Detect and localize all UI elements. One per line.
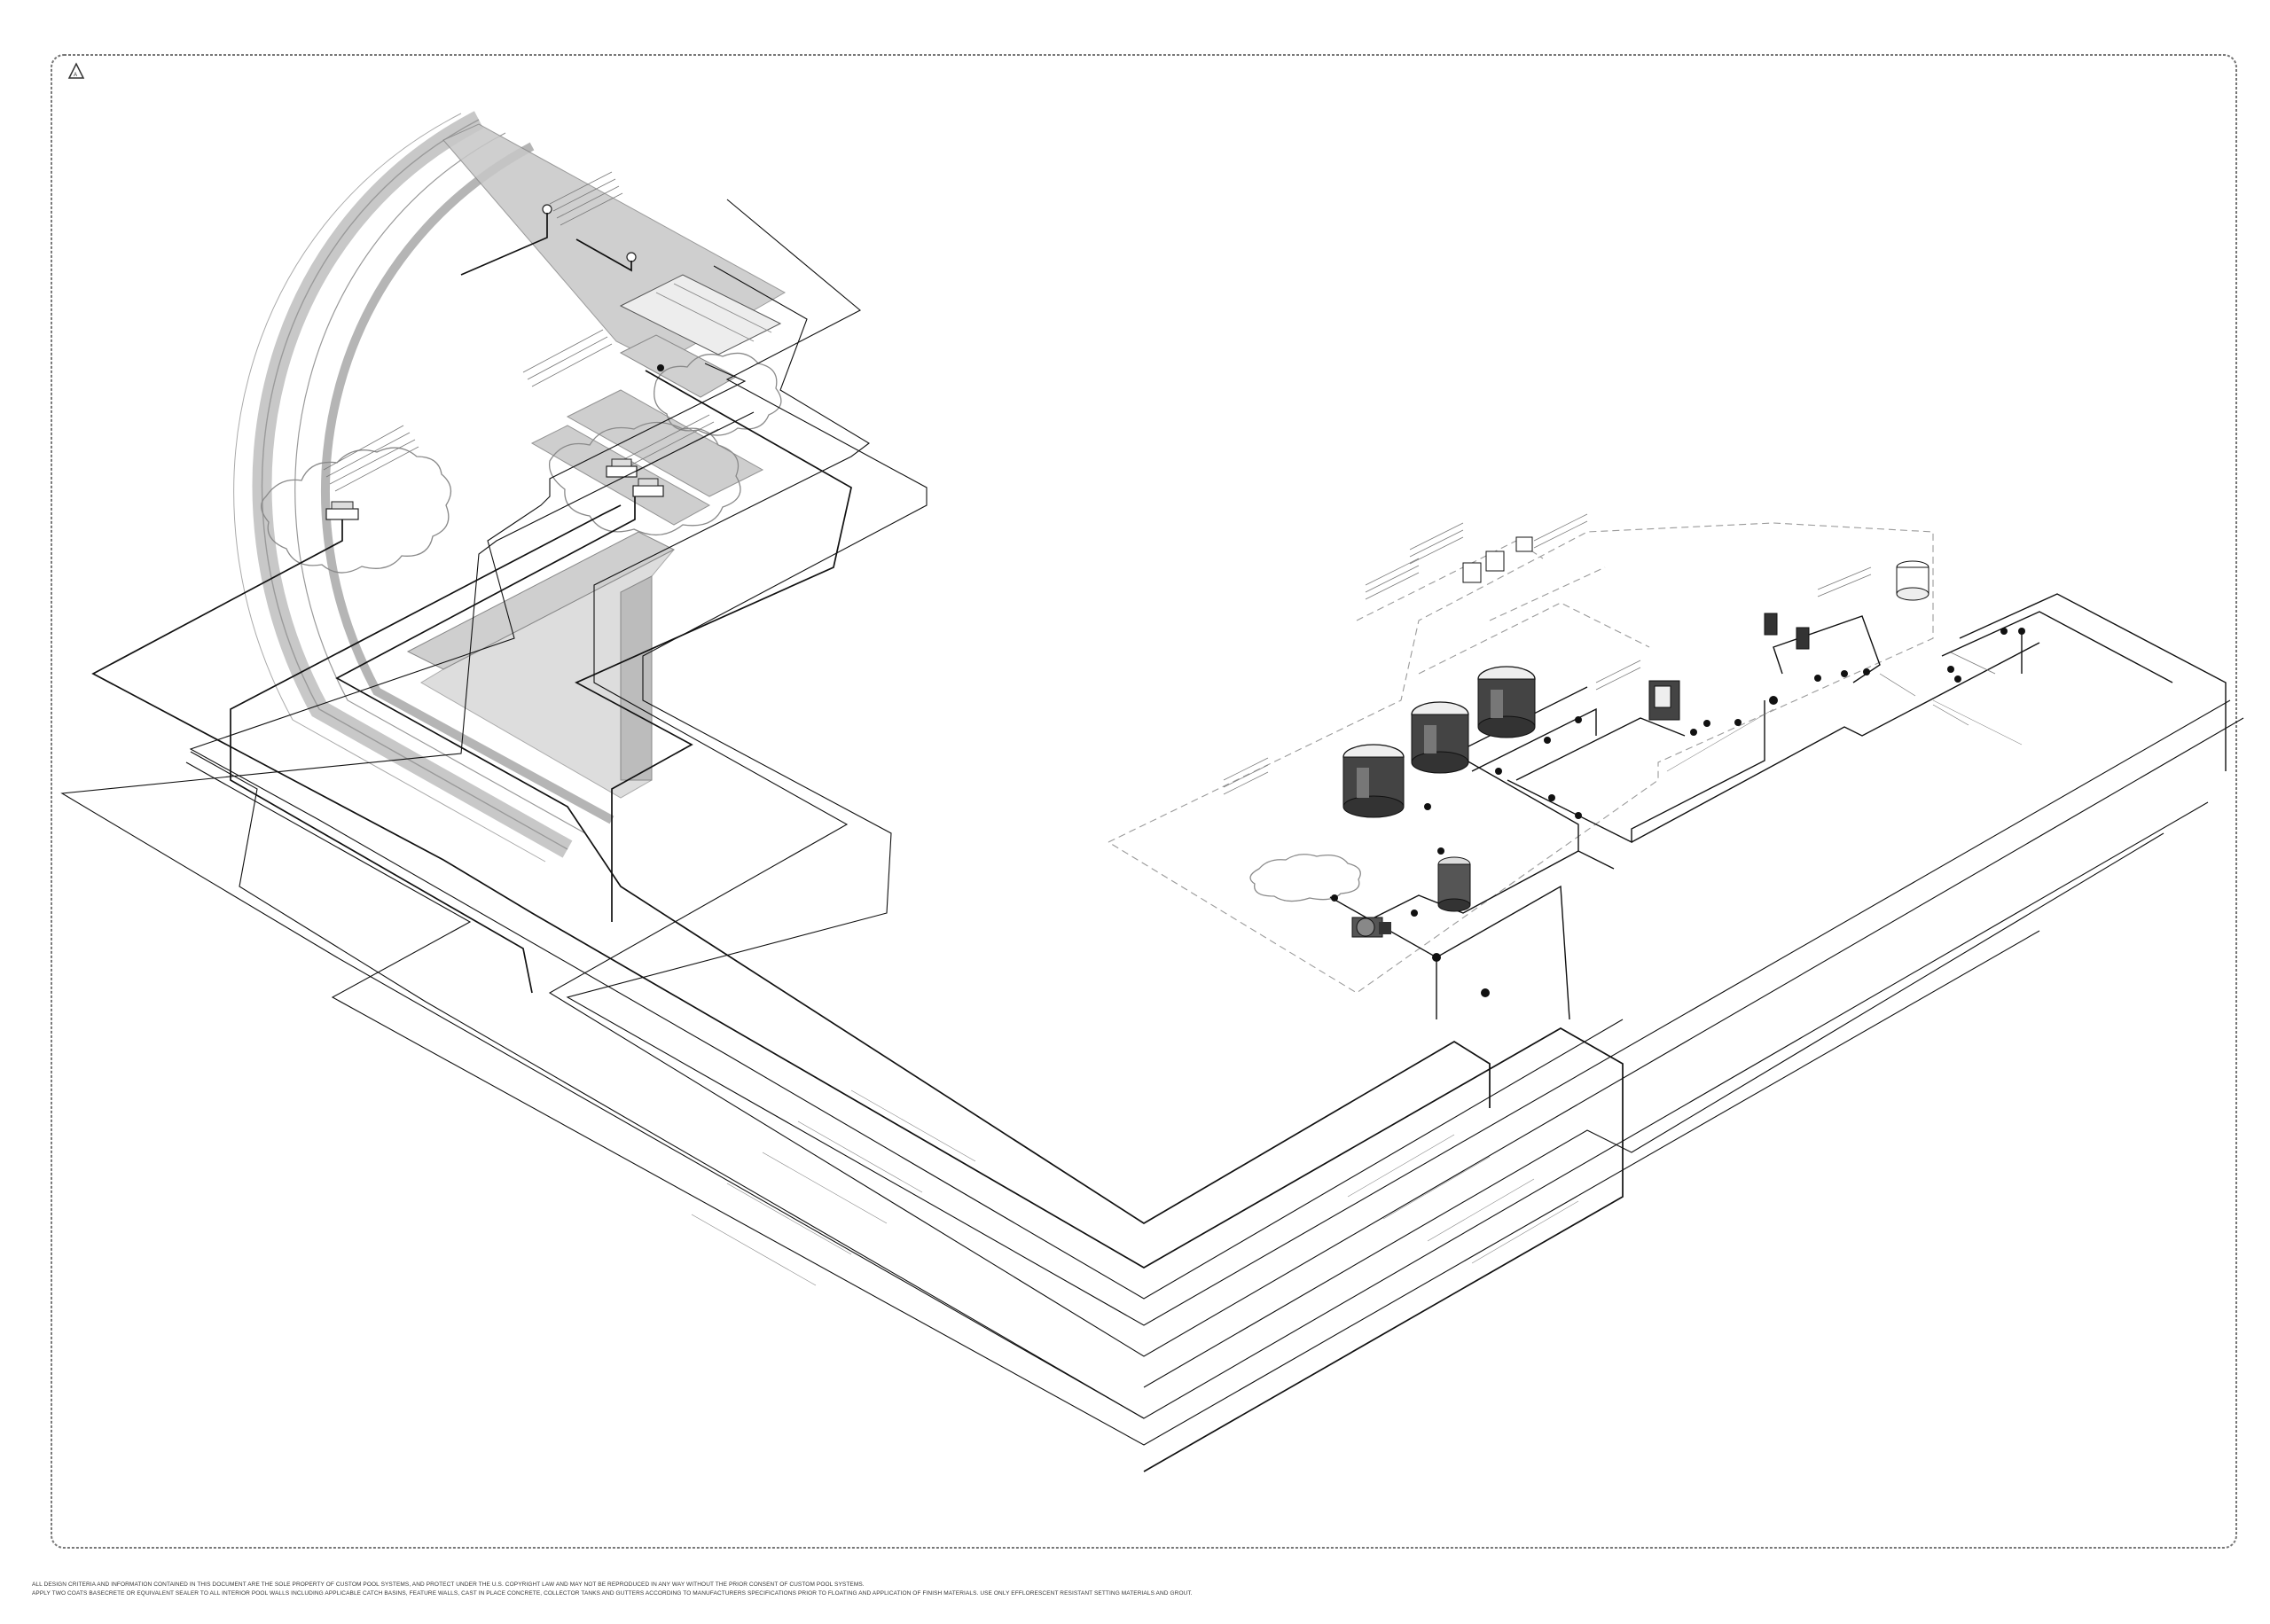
heater-icon (1342, 744, 1405, 818)
revision-mark-text: A (74, 73, 77, 78)
heater-icon (1477, 666, 1536, 738)
equipment-note-lines (1223, 513, 1996, 795)
automation-controller-icon (1648, 680, 1680, 721)
tank-icon (1896, 560, 1930, 601)
equipment-pad-outline (1108, 522, 1934, 994)
cartridge-filter-icon (1437, 856, 1471, 912)
cloud-note-lines (323, 171, 719, 492)
skimmer-icon (325, 501, 359, 520)
pipe-fitting-node (657, 364, 2025, 997)
pool-vessel-left (233, 111, 787, 863)
revision-triangle-icon: A (67, 62, 85, 79)
heater-icon (1411, 701, 1469, 774)
pipe-run (91, 213, 1624, 1472)
pipe-label-lines (691, 699, 2023, 1286)
revision-cloud (261, 352, 1361, 902)
skimmer-icon (632, 478, 664, 497)
main-drain-icon (542, 204, 637, 262)
copyright-notice: ALL DESIGN CRITERIA AND INFORMATION CONT… (32, 1581, 865, 1588)
sealer-note: APPLY TWO COATS BASECRETE OR EQUIVALENT … (32, 1590, 1193, 1597)
sheet-border (51, 54, 2237, 1549)
pump-icon (1351, 917, 1391, 938)
return-pipe-run (60, 199, 2244, 1446)
valve-icon (1462, 536, 1810, 650)
